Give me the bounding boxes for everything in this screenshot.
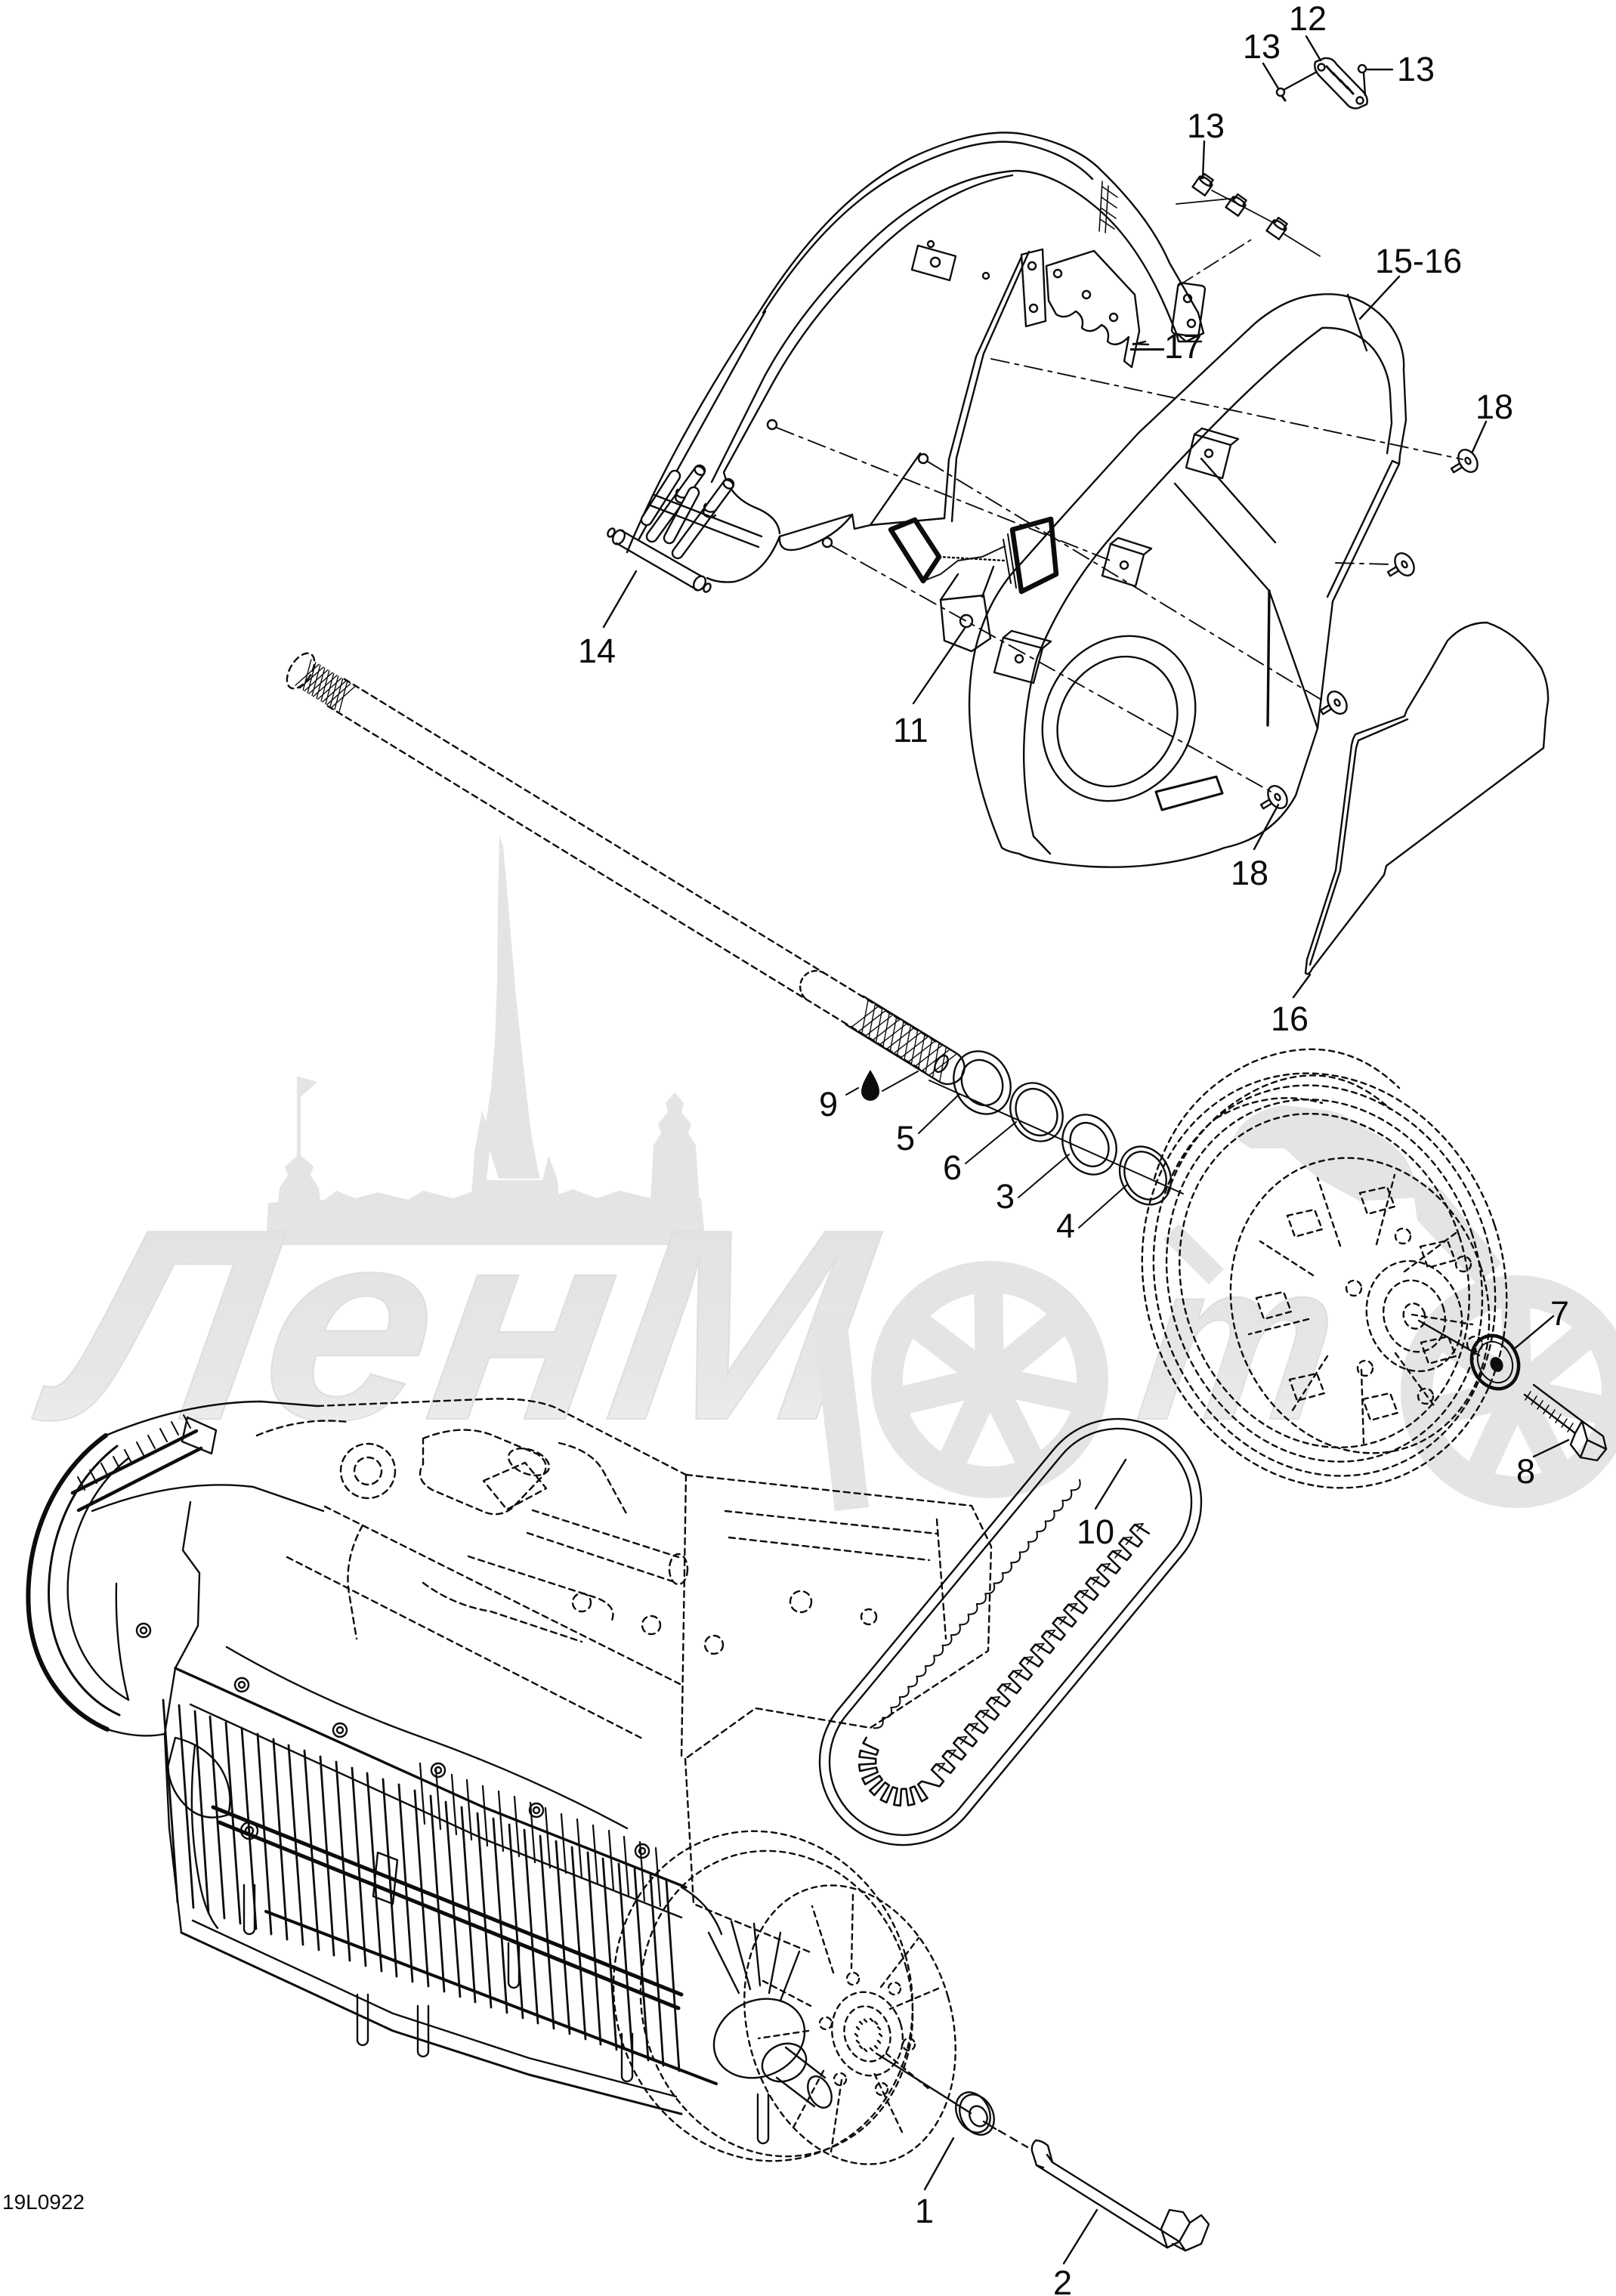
svg-text:13: 13 <box>1397 50 1435 88</box>
svg-text:14: 14 <box>578 632 616 670</box>
svg-text:16: 16 <box>1271 1000 1309 1038</box>
svg-text:т: т <box>1127 1213 1352 1466</box>
svg-text:3: 3 <box>996 1177 1015 1216</box>
svg-text:7: 7 <box>1550 1294 1569 1333</box>
svg-text:8: 8 <box>1516 1452 1535 1491</box>
svg-text:18: 18 <box>1231 854 1268 892</box>
svg-text:10: 10 <box>1077 1513 1114 1551</box>
svg-text:19L0922: 19L0922 <box>2 2190 85 2214</box>
svg-text:6: 6 <box>943 1148 962 1187</box>
svg-text:5: 5 <box>896 1119 915 1157</box>
svg-text:15-16: 15-16 <box>1375 242 1462 280</box>
svg-text:1: 1 <box>915 2192 934 2230</box>
svg-text:13: 13 <box>1187 107 1225 145</box>
svg-text:—17: —17 <box>1130 327 1202 366</box>
svg-text:4: 4 <box>1056 1207 1075 1245</box>
svg-text:11: 11 <box>893 711 929 749</box>
svg-text:9: 9 <box>819 1085 838 1123</box>
svg-text:12: 12 <box>1289 0 1327 38</box>
svg-text:2: 2 <box>1053 2264 1072 2296</box>
svg-text:13: 13 <box>1243 27 1281 66</box>
svg-text:18: 18 <box>1475 388 1513 426</box>
svg-text:ЛенМ: ЛенМ <box>23 1173 894 1477</box>
